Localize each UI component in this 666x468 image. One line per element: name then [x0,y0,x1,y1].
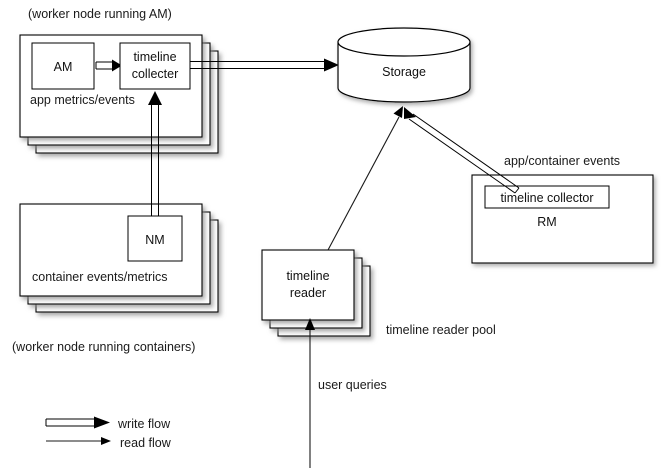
caption-container-events-metrics: container events/metrics [32,270,167,284]
arrowhead-write-storage-left [324,58,339,72]
timeline-reader-stack [261,249,371,337]
flow-am-to-collecter [95,59,122,72]
timeline-reader-label-line2: reader [290,286,326,300]
caption-app-container-events: app/container events [504,154,620,168]
flow-user-queries-to-reader [305,318,315,468]
legend-item-write-flow: write flow [45,416,171,431]
am-box [31,42,95,90]
legend-item-read-flow: read flow [46,436,172,450]
arrowhead-write-collecter-up [148,91,162,105]
arrowhead-read-reader [305,318,315,330]
rm-label: RM [537,215,556,229]
flow-reader-to-storage [327,106,403,251]
arrowhead-read-legend [101,437,111,445]
timeline-collecter-label-line1: timeline [133,50,176,64]
caption-worker-node-containers: (worker node running containers) [12,340,195,354]
caption-worker-node-am: (worker node running AM) [28,7,172,21]
timeline-reader-label-line1: timeline [286,269,329,283]
arrowhead-write-am [112,59,122,72]
caption-app-metrics-events: app metrics/events [30,93,135,107]
am-label: AM [54,60,73,74]
legend-label-write-flow: write flow [117,417,171,431]
timeline-collector-rm-label: timeline collector [500,191,593,205]
timeline-collecter-label-line2: collecter [132,67,179,81]
arrowhead-write-storage-right [404,107,416,119]
legend: write flow read flow [45,416,172,450]
nm-node-stack [19,203,219,313]
timeline-collecter-box-am [119,42,191,90]
arrowhead-write-legend [94,416,110,429]
legend-label-read-flow: read flow [120,436,172,450]
nm-label: NM [145,233,164,247]
arrowhead-read-storage [393,106,403,118]
storage-label: Storage [382,65,426,79]
timeline-reader-front [261,249,355,321]
caption-user-queries: user queries [318,378,387,392]
caption-timeline-reader-pool: timeline reader pool [386,323,496,337]
flow-nm-to-collecter [148,91,162,217]
flow-rm-collector-to-storage [404,107,520,194]
storage-cylinder [337,27,471,103]
flow-collecter-to-storage [189,58,339,72]
